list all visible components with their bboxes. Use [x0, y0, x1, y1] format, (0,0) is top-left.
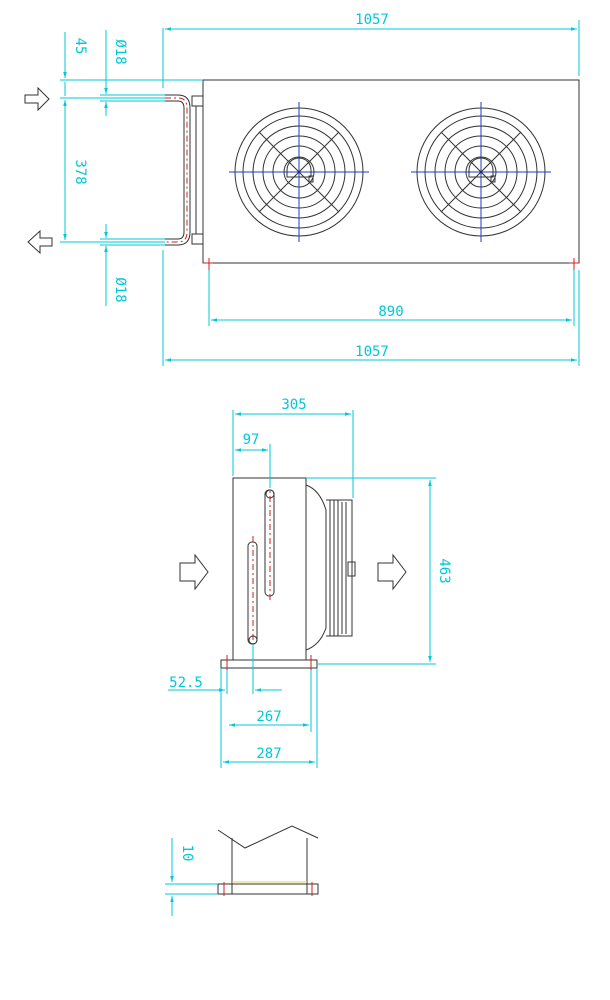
motor-junction-box [347, 561, 356, 577]
label-pipe-diameter-top: Ø18 [112, 39, 128, 64]
dim-total-depth [232, 410, 354, 498]
pipe-connector-top [191, 95, 204, 107]
dim-vertical-left [60, 30, 203, 306]
label-foot-outer: 287 [256, 746, 281, 762]
label-foot-thickness: 10 [179, 845, 195, 862]
base-plate [220, 659, 318, 669]
outlet-arrow [27, 229, 53, 255]
top-view: 1057 890 1057 [24, 12, 580, 366]
label-pipe-diameter-bottom: Ø18 [112, 277, 128, 302]
dim-height [306, 477, 436, 665]
airflow-in-arrow [179, 553, 209, 591]
fan-right [411, 102, 551, 242]
label-overall-width-top: 1057 [355, 12, 389, 28]
dim-foot-thickness [165, 838, 218, 916]
fan-shroud [305, 484, 327, 651]
detail-break-line [217, 825, 319, 849]
dim-foot-inner [229, 670, 312, 732]
label-total-depth: 305 [281, 397, 306, 413]
label-overall-width-bottom: 1057 [355, 344, 389, 360]
base-foot-marks [226, 655, 312, 670]
label-inlet-offset: 97 [243, 432, 260, 448]
side-view: 305 97 463 52.5 267 [168, 397, 452, 768]
pipe-connector-bottom [191, 233, 204, 245]
dim-inlet-offset [235, 444, 271, 488]
detail-view: 10 [165, 825, 319, 916]
dim-overall-width-top [162, 20, 580, 88]
label-top-offset: 45 [72, 38, 88, 55]
right-foot-marker [569, 258, 579, 270]
refrigerant-pipe [165, 94, 204, 246]
detail-foot-marks [223, 882, 313, 896]
label-pipe-offset: 52.5 [169, 675, 203, 691]
label-height: 463 [436, 558, 452, 583]
dim-overall-width-bottom [162, 250, 580, 366]
label-foot-spacing: 890 [378, 304, 403, 320]
left-foot-marker [203, 258, 213, 270]
unit-body-outline [202, 79, 580, 264]
fan-left [229, 102, 369, 242]
label-foot-inner: 267 [256, 709, 281, 725]
inlet-arrow [24, 86, 50, 112]
detail-base-plate [217, 883, 319, 895]
label-pipe-spacing: 378 [72, 159, 88, 184]
dim-foot-outer [220, 668, 318, 768]
side-pipes [247, 482, 275, 650]
dim-foot-spacing [208, 270, 575, 326]
fan-guard [326, 499, 353, 637]
airflow-out-arrow [377, 553, 407, 591]
dim-pipe-offset [168, 644, 282, 694]
